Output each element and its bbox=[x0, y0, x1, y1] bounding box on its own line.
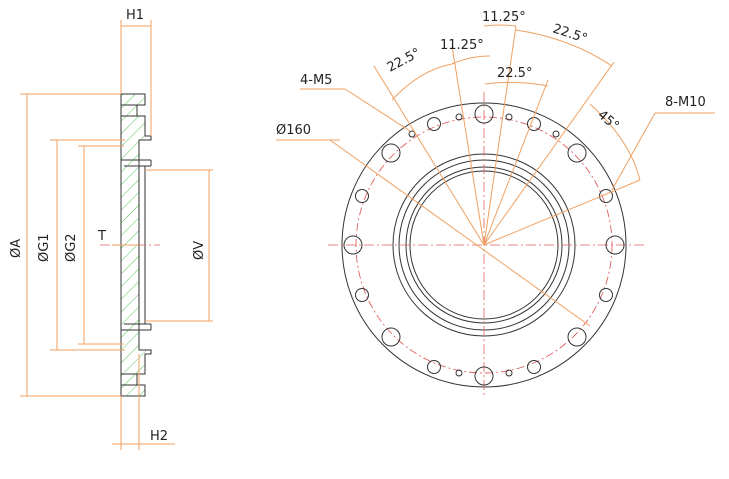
offset-hole bbox=[427, 117, 441, 131]
m10-holes bbox=[343, 104, 625, 386]
dia-v-label: ØV bbox=[192, 241, 207, 260]
offset-hole bbox=[427, 360, 441, 374]
offset-hole bbox=[355, 288, 369, 302]
m10-hole bbox=[381, 327, 401, 347]
m10-label: 8-M10 bbox=[665, 95, 706, 110]
offset-hole bbox=[599, 189, 613, 203]
angle-22-5-left-label: 22.5° bbox=[385, 46, 423, 76]
m5-label: 4-M5 bbox=[300, 73, 332, 88]
m10-hole bbox=[474, 104, 494, 124]
pcd-label: Ø160 bbox=[276, 123, 311, 138]
m10-hole bbox=[343, 235, 363, 255]
m5-hole bbox=[505, 113, 513, 121]
angle-11-25-top-label: 11.25° bbox=[482, 10, 526, 25]
dia-g1-label: ØG1 bbox=[37, 233, 52, 262]
offset-hole bbox=[355, 189, 369, 203]
m5-hole bbox=[505, 369, 513, 377]
offset-holes bbox=[355, 117, 613, 374]
m10-hole bbox=[567, 143, 587, 163]
dia-g2-label: ØG2 bbox=[64, 233, 79, 262]
m5-hole bbox=[455, 369, 463, 377]
m10-hole bbox=[567, 327, 587, 347]
t-label: T bbox=[97, 229, 106, 244]
side-section-view: H1 H2 ØA ØG1 ØG2 T ØV bbox=[9, 8, 213, 450]
offset-hole bbox=[599, 288, 613, 302]
m5-hole bbox=[552, 130, 560, 138]
m5-hole bbox=[455, 113, 463, 121]
angle-11-25-left-label: 11.25° bbox=[440, 38, 484, 53]
angle-22-5-top-label: 22.5° bbox=[551, 22, 589, 47]
m10-hole bbox=[381, 143, 401, 163]
h1-label: H1 bbox=[126, 8, 144, 23]
offset-hole bbox=[527, 117, 541, 131]
h2-label: H2 bbox=[150, 429, 168, 444]
dia-a-label: ØA bbox=[9, 239, 24, 258]
m10-hole bbox=[605, 235, 625, 255]
angle-22-5-mid-label: 22.5° bbox=[497, 66, 532, 81]
m5-holes bbox=[408, 113, 560, 377]
front-view: Ø160 4-M5 8-M10 22.5° 11.25° 11.25° 22.5… bbox=[276, 10, 715, 398]
m5-hole bbox=[408, 130, 416, 138]
offset-hole bbox=[527, 360, 541, 374]
lower-section-body bbox=[120, 329, 152, 397]
upper-section-body bbox=[120, 93, 152, 161]
angle-dimensions bbox=[373, 24, 641, 246]
m10-hole bbox=[474, 366, 494, 386]
